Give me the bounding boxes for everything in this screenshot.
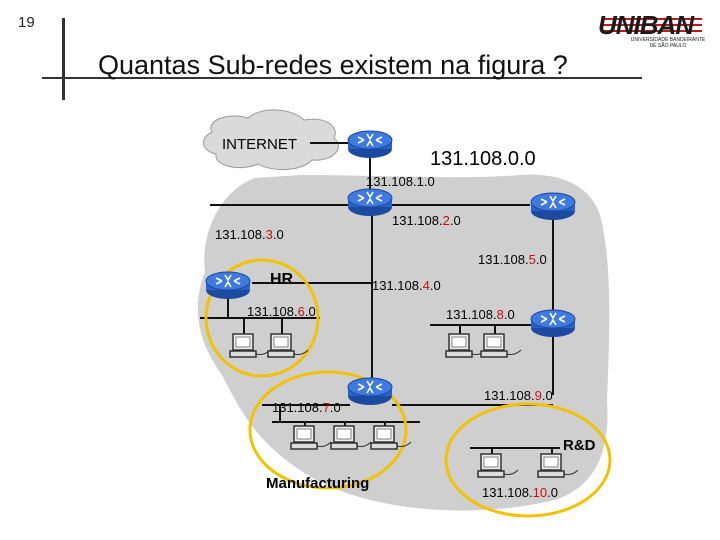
internet-label: INTERNET: [222, 136, 297, 153]
subnet-1-label: 131.108.1.0: [366, 174, 435, 189]
subnet-rings: [204, 258, 612, 518]
network-address-label: 131.108.0.0: [430, 148, 536, 170]
manufacturing-label: Manufacturing: [266, 475, 370, 492]
rd-label: R&D: [563, 437, 596, 454]
slide-number: 19: [18, 14, 35, 31]
subnet-4-label: 131.108.4.0: [372, 278, 441, 293]
rd-subnet-ring: [444, 402, 612, 518]
subnet-8-label: 131.108.8.0: [446, 307, 515, 322]
router-core-icon: [347, 188, 393, 217]
subnet-5-label: 131.108.5.0: [478, 252, 547, 267]
slide-title: Quantas Sub-redes existem na figura ?: [98, 50, 568, 80]
subnet-3-label: 131.108.3.0: [215, 227, 284, 242]
router-hr-icon: [205, 271, 251, 300]
title-divider-vertical: [62, 18, 65, 100]
hr-label: HR: [270, 271, 294, 288]
logo-tagline: UNIVERSIDADE BANDEIRANTE DE SÃO PAULO: [630, 37, 706, 49]
router-branch-icon: [530, 309, 576, 338]
subnet-7-label: 131.108.7.0: [272, 400, 341, 415]
uniban-logo: UNIBAN UNIVERSIDADE BANDEIRANTE DE SÃO P…: [598, 8, 708, 50]
hr-subnet-ring: [204, 258, 320, 378]
subnet-6-label: 131.108.6.0: [247, 304, 316, 319]
subnet-2-label: 131.108.2.0: [392, 213, 461, 228]
logo-wordmark: UNIBAN: [598, 10, 694, 40]
router-manufacturing-icon: [347, 377, 393, 406]
manufacturing-subnet-ring: [248, 370, 408, 490]
internet-cloud: [203, 109, 339, 170]
router-east-icon: [530, 192, 576, 221]
title-divider-horizontal: [42, 77, 642, 79]
subnet-9-label: 131.108.9.0: [484, 388, 553, 403]
router-internet-icon: [347, 130, 393, 159]
subnet-10-label: 131.108.10.0: [482, 485, 558, 500]
